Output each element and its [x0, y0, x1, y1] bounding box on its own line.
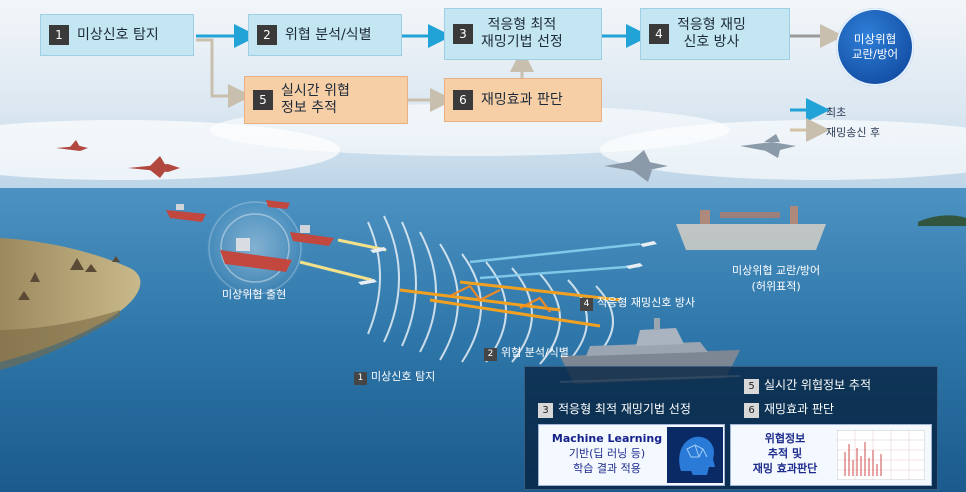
panel-step-6-number: 6	[744, 403, 759, 418]
panel-step-6-text: 재밍효과 판단	[764, 402, 835, 416]
step-5-label-line1: 실시간 위협	[281, 83, 350, 99]
legend-after-label: 재밍송신 후	[826, 126, 881, 139]
step-4-label-line2: 신호 방사	[683, 34, 740, 50]
ml-line3: 학습 결과 적용	[573, 462, 641, 475]
result-line2: 교란/방어	[851, 47, 899, 61]
machine-learning-box: Machine Learning 기반(딥 러닝 등) 학습 결과 적용	[538, 424, 725, 486]
brain-head-icon	[667, 427, 723, 483]
step-4-label-line1: 적응형 재밍	[677, 17, 746, 33]
scene-step-1-text: 미상신호 탐지	[371, 370, 436, 383]
step-2-box: 2 위협 분석/식별	[248, 14, 402, 56]
step-6-number: 6	[453, 90, 473, 110]
panel-step-6-label: 6 재밍효과 판단	[744, 400, 834, 418]
scene-step-1-label: 1 미상신호 탐지	[354, 368, 435, 385]
scene-step-2-text: 위협 분석/식별	[501, 346, 569, 359]
scene-step-2-label: 2 위협 분석/식별	[484, 344, 569, 361]
scene-step-4-label: 4 적응형 재밍신호 방사	[580, 294, 695, 311]
step-3-number: 3	[453, 24, 473, 44]
step-5-box: 5 실시간 위협 정보 추적	[244, 76, 408, 124]
step-5-number: 5	[253, 90, 273, 110]
panel-step-3-text: 적응형 최적 재밍기법 선정	[558, 402, 691, 416]
target-label: 미상위협 교란/방어 (허위표적)	[732, 262, 820, 294]
threat-appear-label: 미상위협 출현	[222, 288, 287, 301]
panel-step-5-number: 5	[744, 379, 759, 394]
panel-step-5-label: 5 실시간 위협정보 추적	[744, 376, 871, 394]
scene-step-4-number: 4	[580, 298, 593, 311]
target-label-line2: (허위표적)	[751, 280, 801, 293]
panel-step-3-number: 3	[538, 403, 553, 418]
step-1-label: 미상신호 탐지	[77, 26, 159, 43]
panel-step-5-text: 실시간 위협정보 추적	[764, 378, 871, 392]
target-label-line1: 미상위협 교란/방어	[732, 264, 821, 277]
step-2-number: 2	[257, 25, 277, 45]
result-line1: 미상위협	[853, 32, 897, 46]
step-4-number: 4	[649, 24, 669, 44]
tracking-line3: 재밍 효과판단	[752, 462, 818, 475]
scene-step-4-text: 적응형 재밍신호 방사	[597, 296, 696, 309]
tracking-line1: 위협정보	[764, 432, 806, 445]
step-3-label-line2: 재밍기법 선정	[481, 34, 563, 50]
step-4-box: 4 적응형 재밍 신호 방사	[640, 8, 790, 60]
step-6-label: 재밍효과 판단	[481, 91, 563, 108]
step-5-label-line2: 정보 추적	[281, 100, 337, 116]
step-6-box: 6 재밍효과 판단	[444, 78, 602, 122]
legend-initial-label: 최초	[826, 106, 847, 119]
result-circle: 미상위협 교란/방어	[836, 8, 914, 86]
waveform-chart-icon	[837, 430, 925, 480]
threat-tracking-box: 위협정보 추적 및 재밍 효과판단	[730, 424, 932, 486]
step-1-number: 1	[49, 25, 69, 45]
step-3-box: 3 적응형 최적 재밍기법 선정	[444, 8, 602, 60]
step-1-box: 1 미상신호 탐지	[40, 14, 194, 56]
panel-step-3-label: 3 적응형 최적 재밍기법 선정	[538, 400, 691, 418]
tracking-line2: 추적 및	[767, 447, 803, 460]
ml-line2: 기반(딥 러닝 등)	[568, 447, 646, 460]
scene-step-2-number: 2	[484, 348, 497, 361]
step-3-label-line1: 적응형 최적	[487, 17, 557, 33]
scene-step-1-number: 1	[354, 372, 367, 385]
step-2-label: 위협 분석/식별	[285, 26, 372, 43]
ml-line1: Machine Learning	[551, 432, 663, 445]
